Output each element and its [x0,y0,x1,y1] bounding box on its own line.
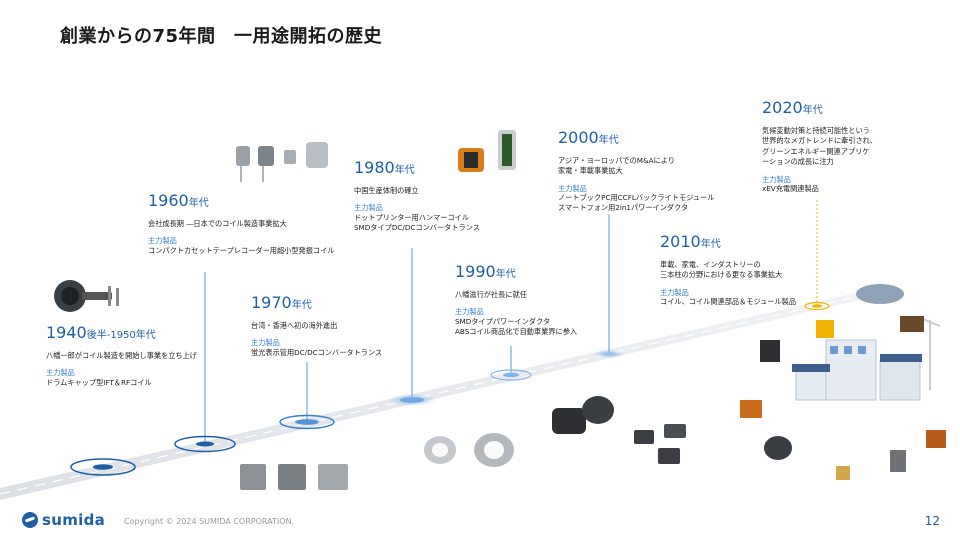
era-description: 中国生産体制の確立 [354,186,419,195]
era-year: 1970年代 [251,293,312,312]
era-2020s: 2020年代 気候変動対策と持続可能性という 世界的なメガトレンドに牽引され、 … [762,100,877,194]
era-products: xEV充電関連製品 [762,184,819,194]
era-1990s: 1990年代 八幡滋行が社長に就任 主力製品 SMDタイプパワーインダクタ AB… [455,264,577,337]
era-description: 気候変動対策と持続可能性という 世界的なメガトレンドに牽引され、 グリーンエネル… [762,126,878,167]
era-products: ノートブックPC用CCFLバックライトモジュール スマートフォン用2in1パワー… [558,193,715,213]
marker-1990 [490,369,532,381]
road-surface [0,292,860,500]
era-description: 台湾・香港へ初の海外進出 [251,321,338,330]
abs-coil-image [424,433,514,467]
era-description: 八幡一郎がコイル製造を開始し事業を立ち上げ [46,351,197,360]
road-dash [0,295,861,495]
era-products: 蛍光表示管用DC/DCコンバータトランス [251,347,383,357]
era-products: SMDタイプパワーインダクタ ABSコイル商品化で自動車業界に参入 [455,316,578,336]
sumida-logo-icon [22,512,38,528]
page-number: 12 [924,514,940,528]
marker-2000 [593,350,625,358]
era-year: 1980年代 [354,158,415,177]
era-2000s: 2000年代 アジア・ヨーロッパでのM&Aにより 家電・車載事業拡大 主力製品 … [558,130,714,213]
era-year: 2000年代 [558,128,619,147]
logo-text: sumida [42,511,106,529]
marker-1970 [279,414,335,430]
marker-1940 [70,458,136,476]
marker-1980 [388,394,436,406]
era-year: 1940後半-1950年代 [46,323,156,342]
era-products: ドットプリンター用ハンマーコイル SMDタイプDC/DCコンバータトランス [354,212,480,232]
dcdc-transformer-image [240,464,348,490]
copyright-text: Copyright © 2024 SUMIDA CORPORATION. [124,517,295,526]
hammer-coil-image [458,130,516,172]
era-1980s: 1980年代 中国生産体制の確立 主力製品 ドットプリンター用ハンマーコイル S… [354,160,480,233]
era-year: 1960年代 [148,191,209,210]
era-products-label: 主力製品 [558,183,587,193]
era-products: コンパクトカセットテープレコーダー用超小型発振コイル [148,245,335,255]
era-year: 2020年代 [762,98,823,117]
era-2010s: 2010年代 車載、家電、インダストリーの 三本柱の分野における更なる事業拡大 … [660,234,796,307]
era-products-label: 主力製品 [251,338,280,348]
era-1960s: 1960年代 会社成長期 ―日本でのコイル製造事業拡大 主力製品 コンパクトカセ… [148,193,334,256]
era-description: 車載、家電、インダストリーの 三本柱の分野における更なる事業拡大 [660,260,783,280]
era-products-label: 主力製品 [148,236,177,246]
era-description: 八幡滋行が社長に就任 [455,290,527,299]
green-energy-illustration [740,284,946,480]
era-description: アジア・ヨーロッパでのM&Aにより 家電・車載事業拡大 [558,156,675,176]
era-1970s: 1970年代 台湾・香港へ初の海外進出 主力製品 蛍光表示管用DC/DCコンバー… [251,295,382,358]
era-year: 1990年代 [455,262,516,281]
marker-1960 [174,435,236,453]
era-products-label: 主力製品 [354,203,383,213]
era-products: ドラムキャップ型IFT＆RFコイル [46,377,152,387]
era-products: コイル、コイル関連部品＆モジュール製品 [660,297,797,307]
smd-power-inductor-image [552,396,614,434]
era-year: 2010年代 [660,232,721,251]
drum-core-coil-image [54,280,119,312]
cassette-coil-image [236,142,328,182]
era-1940s: 1940後半-1950年代 八幡一郎がコイル製造を開始し事業を立ち上げ 主力製品… [46,325,197,388]
era-description: 会社成長期 ―日本でのコイル製造事業拡大 [148,219,287,228]
era-products-label: 主力製品 [762,174,791,184]
era-products-label: 主力製品 [660,287,689,297]
era-products-label: 主力製品 [46,368,75,378]
marker-2020 [804,301,830,311]
page-title: 創業からの75年間 一用途開拓の歴史 [60,26,383,47]
sumida-logo: sumida [22,511,105,529]
smd-chip-image [634,424,686,464]
era-products-label: 主力製品 [455,307,484,317]
